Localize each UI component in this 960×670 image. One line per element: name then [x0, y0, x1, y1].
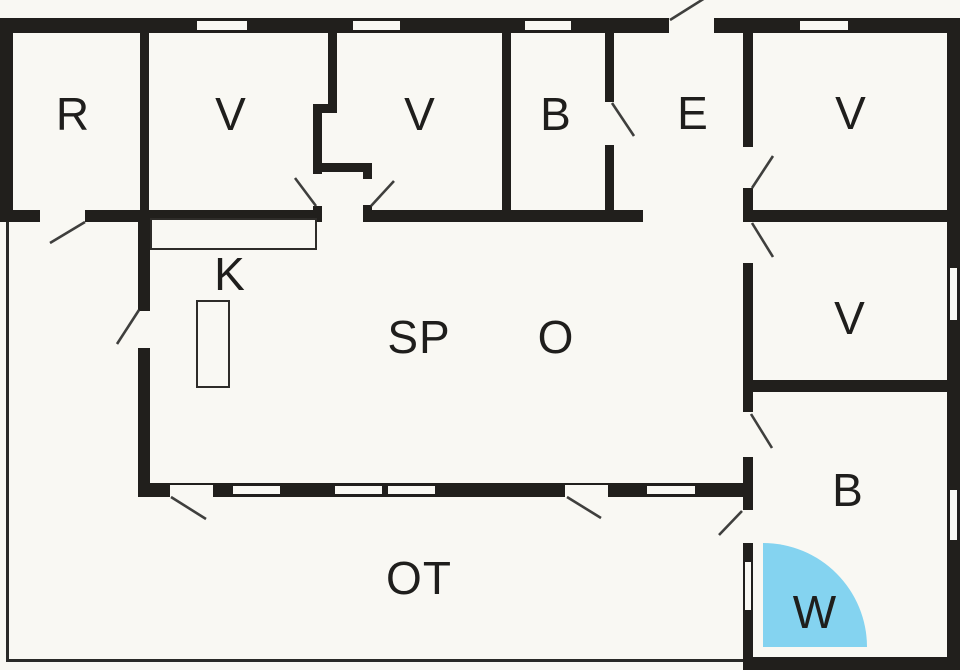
window: [388, 486, 435, 494]
door-swing-line: [750, 222, 775, 258]
door-opening: [742, 510, 754, 543]
wall-segment: [313, 104, 337, 113]
door-opening: [742, 412, 754, 457]
wall-segment: [743, 33, 753, 222]
room-label-o: O: [537, 311, 575, 363]
wall-segment: [313, 163, 372, 172]
window: [233, 486, 280, 494]
terrace-edge-line: [6, 222, 9, 662]
door-swing-line: [170, 495, 207, 521]
wall-segment: [0, 18, 13, 222]
door-opening: [170, 483, 213, 497]
door-opening: [362, 179, 373, 205]
window: [197, 21, 247, 30]
room-label-w: W: [792, 586, 838, 638]
door-swing-line: [750, 155, 775, 189]
window: [335, 486, 382, 494]
room-label-r: R: [55, 88, 91, 140]
terrace-edge-line: [6, 659, 745, 662]
wall-segment: [743, 210, 960, 222]
window: [647, 486, 695, 494]
door-swing-line: [370, 180, 395, 207]
door-swing-line: [115, 309, 141, 345]
door-threshold: [170, 483, 213, 485]
door-swing-line: [749, 413, 774, 449]
door-swing-line: [669, 0, 705, 22]
wall-segment: [947, 18, 960, 670]
window: [353, 21, 400, 30]
room-label-ot: OT: [386, 552, 452, 604]
wall-segment: [502, 33, 511, 222]
kitchen-fixture: [150, 218, 317, 250]
room-label-k: K: [214, 248, 246, 300]
room-label-b-bottom: B: [832, 464, 864, 516]
wall-segment: [743, 380, 960, 392]
window: [950, 490, 957, 540]
window: [800, 21, 848, 30]
door-swing-line: [610, 102, 636, 137]
window: [745, 562, 751, 610]
room-label-v-3: V: [835, 87, 867, 139]
wall-segment: [328, 33, 337, 112]
door-swing-line: [718, 510, 743, 536]
room-label-v-2: V: [404, 88, 436, 140]
door-threshold: [565, 483, 608, 485]
door-opening: [565, 483, 608, 497]
door-opening: [669, 18, 714, 33]
kitchen-fixture: [196, 300, 230, 388]
window: [525, 21, 571, 30]
door-opening: [40, 210, 85, 222]
wall-segment: [140, 33, 149, 210]
window: [950, 268, 957, 320]
room-label-e: E: [677, 87, 709, 139]
door-swing-line: [566, 495, 602, 520]
room-label-v-4: V: [834, 292, 866, 344]
room-label-b-top: B: [540, 88, 572, 140]
door-opening: [742, 147, 754, 188]
room-label-sp: SP: [387, 311, 451, 363]
door-swing-line: [49, 220, 86, 245]
door-opening: [604, 102, 615, 145]
door-opening: [312, 174, 323, 206]
wall-segment: [138, 210, 150, 497]
door-opening: [138, 311, 150, 348]
door-opening: [742, 222, 754, 263]
room-label-v-1: V: [215, 88, 247, 140]
wall-segment: [743, 657, 960, 670]
